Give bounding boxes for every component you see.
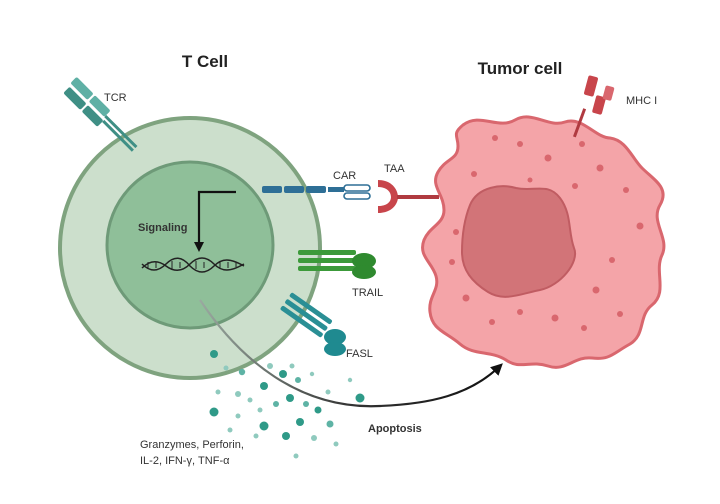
dna-icon <box>141 257 245 273</box>
cytokines-label-line2: IL-2, IFN-γ, TNF-α <box>140 455 230 467</box>
t-cell-nucleus <box>105 160 275 330</box>
tcr-icon <box>64 77 138 152</box>
signaling-arrow <box>194 190 236 252</box>
fasl-icon <box>280 292 346 356</box>
apoptosis-label: Apoptosis <box>368 423 422 435</box>
granules <box>209 350 365 459</box>
apoptosis-arrow <box>199 299 503 408</box>
tumor-cell-title: Tumor cell <box>478 59 563 78</box>
t-cell <box>58 116 322 380</box>
cytokines-label-line1: Granzymes, Perforin, <box>140 439 244 451</box>
signaling-label: Signaling <box>138 222 188 234</box>
trail-icon <box>298 250 376 279</box>
tumor-nucleus <box>460 185 577 298</box>
t-cell-title: T Cell <box>182 52 228 71</box>
car-icon <box>262 184 371 200</box>
tumor-vesicles <box>449 135 644 331</box>
tumor-cell <box>421 115 666 369</box>
taa-label: TAA <box>384 163 405 175</box>
trail-label: TRAIL <box>352 287 383 299</box>
taa-icon <box>378 180 439 213</box>
car-label: CAR <box>333 170 356 182</box>
mhc-icon <box>572 75 615 138</box>
mhc-label: MHC I <box>626 95 657 107</box>
tcr-label: TCR <box>104 92 127 104</box>
fasl-label: FASL <box>346 348 373 360</box>
